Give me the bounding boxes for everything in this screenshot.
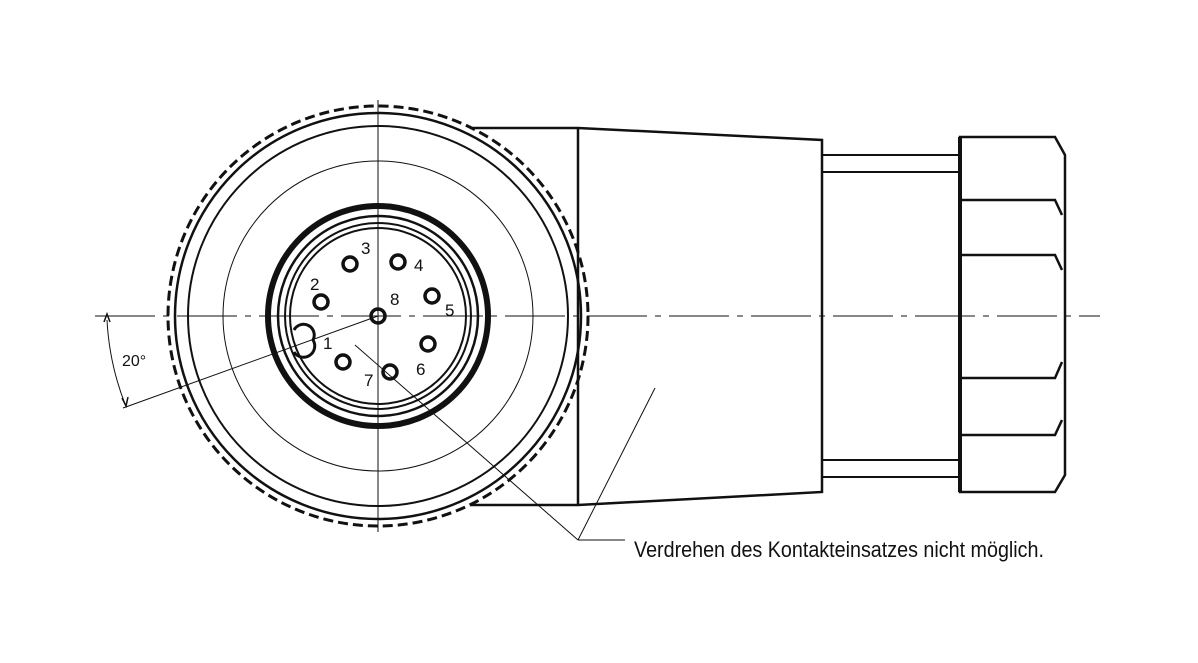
hex-nut bbox=[958, 135, 1067, 494]
pin-label-8: 8 bbox=[390, 290, 399, 309]
pin-6 bbox=[419, 335, 437, 353]
note-text: Verdrehen des Kontakteinsatzes nicht mög… bbox=[634, 537, 1044, 562]
cable-tube bbox=[822, 154, 960, 478]
note-leader bbox=[354, 344, 656, 541]
pin-label-1: 1 bbox=[323, 334, 332, 353]
pin-label-2: 2 bbox=[310, 275, 319, 294]
contact-pins bbox=[312, 253, 441, 381]
pin-label-7: 7 bbox=[364, 371, 373, 390]
pin-label-6: 6 bbox=[416, 360, 425, 379]
pin-7 bbox=[381, 363, 399, 381]
angle-dimension bbox=[103, 311, 379, 409]
pin-labels: 1 2 3 4 5 6 7 8 bbox=[310, 239, 454, 390]
pin-label-4: 4 bbox=[414, 256, 423, 275]
pin-2 bbox=[312, 293, 330, 311]
pin-1 bbox=[334, 353, 352, 371]
pin-4 bbox=[389, 253, 407, 271]
center-lines bbox=[95, 100, 1100, 532]
pin-label-5: 5 bbox=[445, 301, 454, 320]
pin-3 bbox=[341, 255, 359, 273]
pin-5 bbox=[423, 287, 441, 305]
pin-label-3: 3 bbox=[361, 239, 370, 258]
coding-key bbox=[292, 322, 317, 359]
angle-label: 20° bbox=[122, 353, 146, 370]
